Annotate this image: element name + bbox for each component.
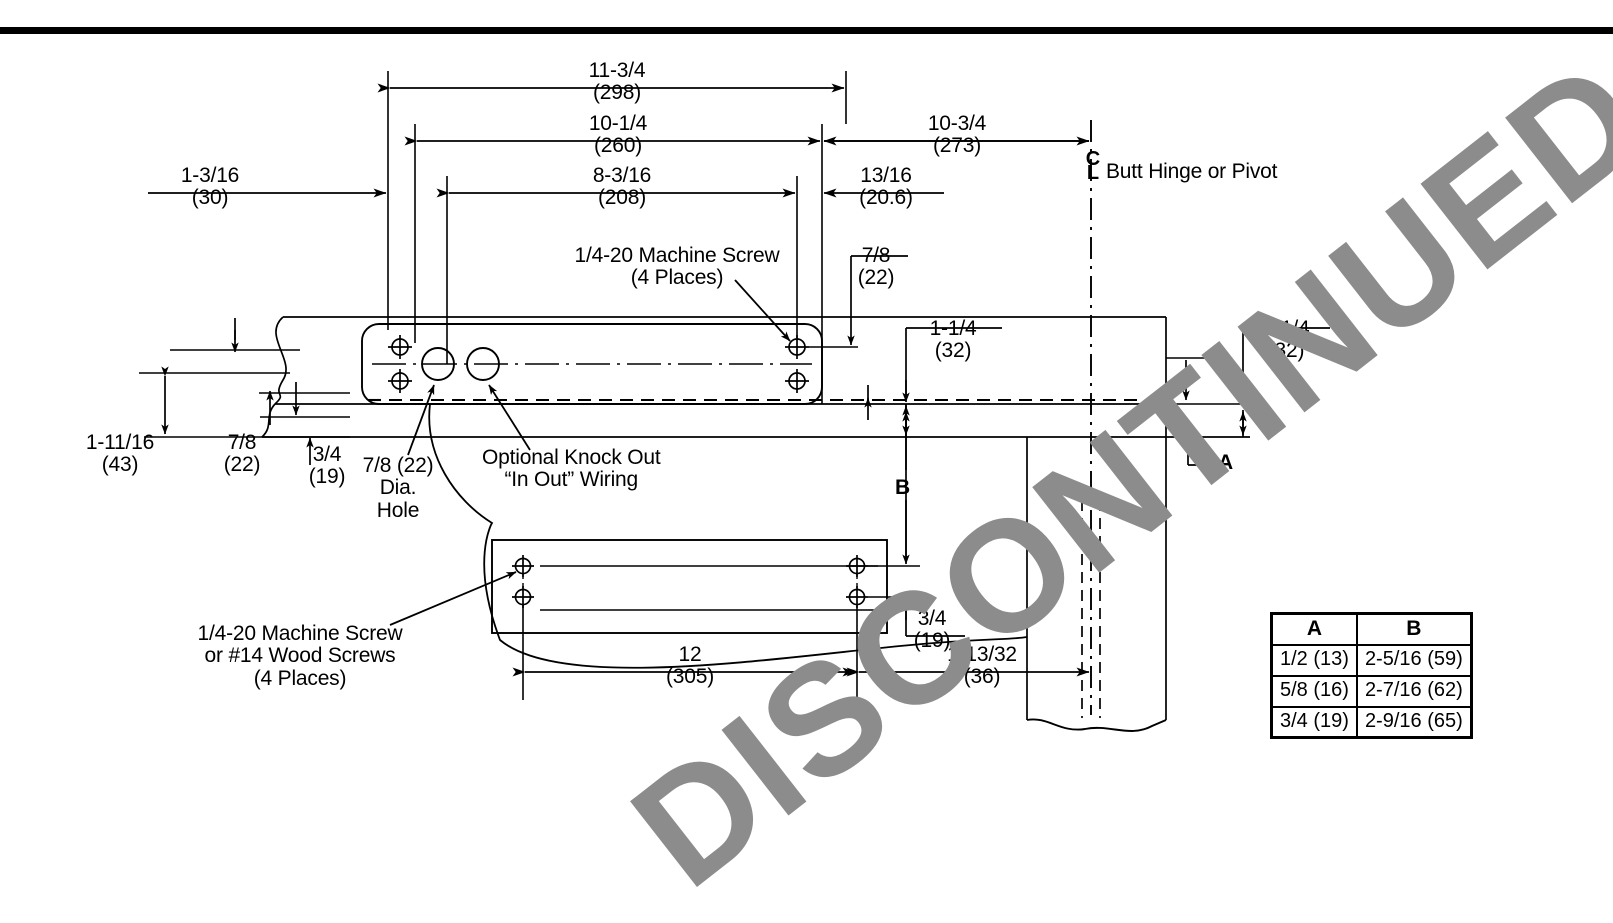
- dim-label-10-1-4: 10-1/4 (260): [588, 112, 648, 158]
- plate-screw-hole-group: [512, 555, 868, 608]
- dim-label-1-13-32: 1-13/32 (36): [947, 643, 1017, 689]
- centerline-symbol: C L: [1078, 148, 1108, 185]
- leader-A: [1184, 434, 1208, 466]
- wood-screw-line2: or #14 Wood Screws: [204, 644, 396, 668]
- dim-value-mm: (32): [1267, 339, 1305, 363]
- dim-value-mm: (208): [597, 186, 647, 210]
- dim-label-10-3-4: 10-3/4 (273): [927, 112, 987, 158]
- dim-value-in: 1-1/4: [929, 317, 977, 340]
- dia-hole-line3: Hole: [376, 498, 420, 522]
- dim-value-in: 3/4: [312, 443, 342, 466]
- table-header-a: A: [1270, 612, 1358, 646]
- dim-value-mm: (19): [913, 629, 951, 653]
- technical-drawing-canvas: 11-3/4 (298) 10-1/4 (260) 10-3/4 (273) 1…: [0, 26, 1613, 920]
- knockout-line2: “In Out” Wiring: [504, 468, 639, 492]
- dim-value-in: 12: [678, 643, 702, 666]
- dim-value-mm: (19): [308, 465, 346, 489]
- knockout-hole-group: [421, 347, 500, 381]
- dia-hole-label: 7/8 (22) Dia. Hole: [362, 454, 434, 522]
- dim-value-in: 1-11/16: [85, 431, 155, 454]
- table-row: 1/2 (13) 2-5/16 (59): [1270, 643, 1473, 677]
- table-cell-a: 1/2 (13): [1270, 643, 1358, 677]
- dia-hole-line2: Dia.: [379, 476, 417, 500]
- table-cell-a: 5/8 (16): [1270, 674, 1358, 708]
- dim-value-in: 3/4: [917, 607, 947, 630]
- dim-value-in: 8-3/16: [592, 164, 652, 187]
- dim-value-mm: (298): [592, 81, 642, 105]
- knockout-line1: Optional Knock Out: [482, 446, 661, 469]
- dim-value-in: 1-13/32: [947, 643, 1017, 666]
- table-cell-b: 2-7/16 (62): [1355, 674, 1473, 708]
- dim-value-in: 7/8: [227, 431, 257, 454]
- dia-hole-line1: 7/8 (22): [362, 454, 434, 477]
- dim-label-1-1-4-right: 1-1/4 (32): [1262, 317, 1310, 363]
- table-row: 3/4 (19) 2-9/16 (65): [1270, 705, 1473, 739]
- dim-value-mm: (260): [593, 134, 643, 158]
- table-header-row: A B: [1270, 612, 1473, 646]
- dim-value-mm: (43): [101, 453, 139, 477]
- table-cell-b: 2-9/16 (65): [1355, 705, 1473, 739]
- dim-B: [868, 404, 920, 567]
- dim-value-mm: (36): [963, 665, 1001, 689]
- dim-label-1-3-16: 1-3/16 (30): [180, 164, 240, 210]
- dim-value-mm: (22): [223, 453, 261, 477]
- dim-label-1-1-4-mid: 1-1/4 (32): [929, 317, 977, 363]
- centerline-symbol-c: C: [1085, 148, 1101, 170]
- dim-value-in: 10-1/4: [588, 112, 648, 135]
- leader-wood-screw: [389, 571, 517, 626]
- dim-value-in: 10-3/4: [927, 112, 987, 135]
- dim-value-mm: (32): [934, 339, 972, 363]
- knockout-label: Optional Knock Out “In Out” Wiring: [482, 446, 661, 492]
- dim-value-mm: (305): [665, 665, 715, 689]
- leader-knockout: [488, 384, 531, 451]
- table-cell-a: 3/4 (19): [1270, 705, 1358, 739]
- dim-1-1-4-right: [1166, 327, 1330, 437]
- dim-value-mm: (273): [932, 134, 982, 158]
- table-cell-b: 2-5/16 (59): [1355, 643, 1473, 677]
- dim-label-3-4-low: 3/4 (19): [913, 607, 951, 653]
- machine-screw-line1: 1/4-20 Machine Screw: [574, 244, 780, 267]
- mounting-plate: [491, 539, 888, 634]
- centerline-symbol-l: L: [1086, 162, 1100, 185]
- dim-value-in: 1-3/16: [180, 164, 240, 187]
- dim-7-8-top: [809, 255, 908, 348]
- wood-screw-line3: (4 Places): [253, 666, 347, 690]
- dim-value-mm: (20.6): [859, 186, 913, 210]
- dim-3-4-low: [868, 594, 965, 637]
- table-row: 5/8 (16) 2-7/16 (62): [1270, 674, 1473, 708]
- dim-label-12: 12 (305): [665, 643, 715, 689]
- dim-value-in: 1-1/4: [1262, 317, 1310, 340]
- leader-machine-screw-top: [734, 279, 791, 342]
- dim-value-in: 11-3/4: [588, 59, 646, 82]
- butt-hinge-label: Butt Hinge or Pivot: [1106, 160, 1278, 183]
- dim-label-7-8-top: 7/8 (22): [857, 244, 895, 290]
- dim-value-in: 13/16: [860, 164, 912, 187]
- wood-screw-label: 1/4-20 Machine Screw or #14 Wood Screws …: [197, 622, 403, 690]
- dim-label-13-16: 13/16 (20.6): [859, 164, 913, 210]
- dim-value-mm: (22): [857, 266, 895, 290]
- leader-dia-hole: [407, 384, 435, 456]
- label-A: A: [1218, 451, 1233, 474]
- table-header-b: B: [1355, 612, 1473, 646]
- label-B: B: [895, 476, 910, 499]
- wood-screw-line1: 1/4-20 Machine Screw: [197, 622, 403, 645]
- dim-label-1-11-16: 1-11/16 (43): [85, 431, 155, 477]
- dim-label-3-4-left: 3/4 (19): [308, 443, 346, 489]
- machine-screw-line2: (4 Places): [630, 266, 724, 290]
- screw-hole-group: [388, 335, 809, 393]
- dim-label-7-8-left: 7/8 (22): [223, 431, 261, 477]
- ab-dimension-table: A B 1/2 (13) 2-5/16 (59) 5/8 (16) 2-7/16…: [1270, 612, 1473, 739]
- dim-value-in: 7/8: [861, 244, 891, 267]
- dim-label-11-3-4: 11-3/4 (298): [588, 59, 646, 105]
- drawing-geometry: [0, 27, 1613, 732]
- dim-value-mm: (30): [191, 186, 229, 210]
- dim-label-8-3-16: 8-3/16 (208): [592, 164, 652, 210]
- top-rule: [0, 27, 1613, 34]
- machine-screw-top-label: 1/4-20 Machine Screw (4 Places): [574, 244, 780, 290]
